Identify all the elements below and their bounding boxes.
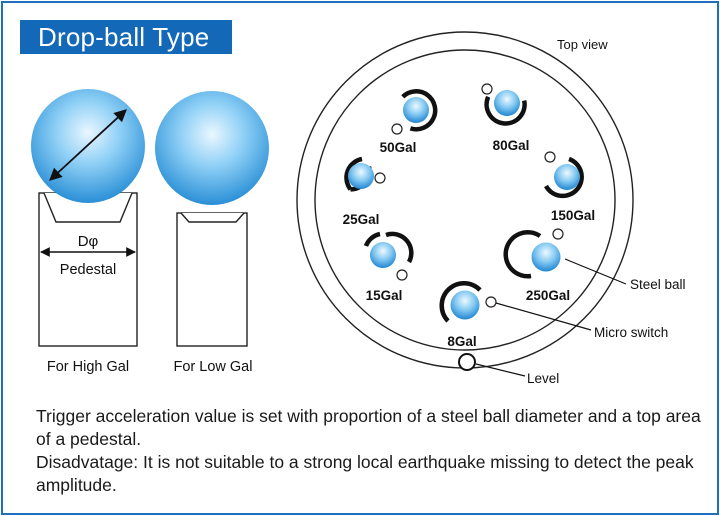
low-gal-sensor: For Low Gal: [155, 91, 269, 375]
switch-25gal: 25Gal: [343, 156, 386, 227]
steel-ball-callout: Steel ball: [630, 277, 686, 292]
switch-250gal-ball: [531, 242, 561, 272]
switch-8gal-label: 8Gal: [447, 334, 476, 349]
high-gal-sensor: Dφ Pedestal For High Gal: [31, 89, 145, 375]
pedestal-label: Pedestal: [60, 262, 116, 278]
switch-8gal-arc: [439, 281, 482, 323]
switch-8gal-ball: [450, 290, 480, 320]
housing-inner-ring: [314, 49, 616, 351]
description-line-2: Disadvatage: It is not suitable to a str…: [36, 452, 694, 495]
high-gal-caption: For High Gal: [47, 359, 129, 375]
switch-25gal-micro-switch: [374, 172, 386, 184]
switch-150gal-arc: [544, 156, 584, 199]
description-line-1: Trigger acceleration value is set with p…: [36, 406, 701, 449]
switch-15gal-arc-b: [363, 231, 381, 247]
top-view: Top view 50Gal 80Gal 25Gal: [296, 31, 686, 386]
description: Trigger acceleration value is set with p…: [36, 405, 701, 497]
switch-25gal-label: 25Gal: [343, 212, 380, 227]
level-callout: Level: [527, 371, 559, 386]
switch-25gal-ball: [348, 163, 374, 189]
switch-15gal: 15Gal: [363, 231, 414, 303]
low-gal-caption: For Low Gal: [174, 359, 253, 375]
diameter-label: Dφ: [78, 233, 99, 250]
switch-15gal-label: 15Gal: [366, 288, 403, 303]
low-gal-steel-ball: [155, 91, 269, 205]
title-banner: Drop-ball Type: [20, 20, 232, 54]
micro-switch-callout: Micro switch: [594, 325, 668, 340]
switch-8gal: 8Gal: [439, 281, 497, 349]
switch-150gal-ball: [554, 164, 580, 190]
switch-50gal-arc: [401, 89, 438, 132]
level-callout-line: [475, 363, 526, 377]
switch-80gal-ball: [494, 90, 520, 116]
switch-250gal-micro-switch: [552, 228, 564, 240]
switch-150gal-label: 150Gal: [551, 208, 595, 223]
level-bubble: [458, 353, 476, 371]
switch-15gal-ball: [370, 242, 396, 268]
steel-ball-callout-line: [564, 258, 627, 285]
switch-15gal-micro-switch: [396, 269, 408, 281]
switch-50gal-micro-switch: [391, 123, 403, 135]
switch-250gal: 250Gal: [503, 228, 570, 303]
switch-80gal-label: 80Gal: [493, 138, 530, 153]
switch-80gal: 80Gal: [481, 83, 530, 153]
high-gal-pedestal-seat: [43, 192, 133, 223]
switch-8gal-micro-switch: [485, 296, 497, 308]
micro-switch-callout-line: [495, 302, 592, 331]
switch-250gal-arc: [503, 230, 542, 279]
switch-50gal-ball: [403, 97, 429, 123]
ball-diameter-arrow: [49, 109, 127, 181]
switch-50gal-label: 50Gal: [380, 140, 417, 155]
low-gal-pedestal-seat: [180, 212, 245, 223]
top-view-label: Top view: [557, 37, 608, 52]
switch-80gal-micro-switch: [481, 83, 493, 95]
page-title: Drop-ball Type: [38, 22, 210, 52]
switch-15gal-arc-a: [385, 231, 414, 264]
switch-80gal-arc: [484, 95, 527, 126]
switch-50gal: 50Gal: [380, 89, 438, 155]
low-gal-pedestal: [176, 212, 248, 347]
switch-250gal-label: 250Gal: [526, 288, 570, 303]
switch-25gal-arc-b: [344, 156, 363, 191]
switch-150gal: 150Gal: [544, 151, 595, 223]
switch-150gal-micro-switch: [544, 151, 556, 163]
